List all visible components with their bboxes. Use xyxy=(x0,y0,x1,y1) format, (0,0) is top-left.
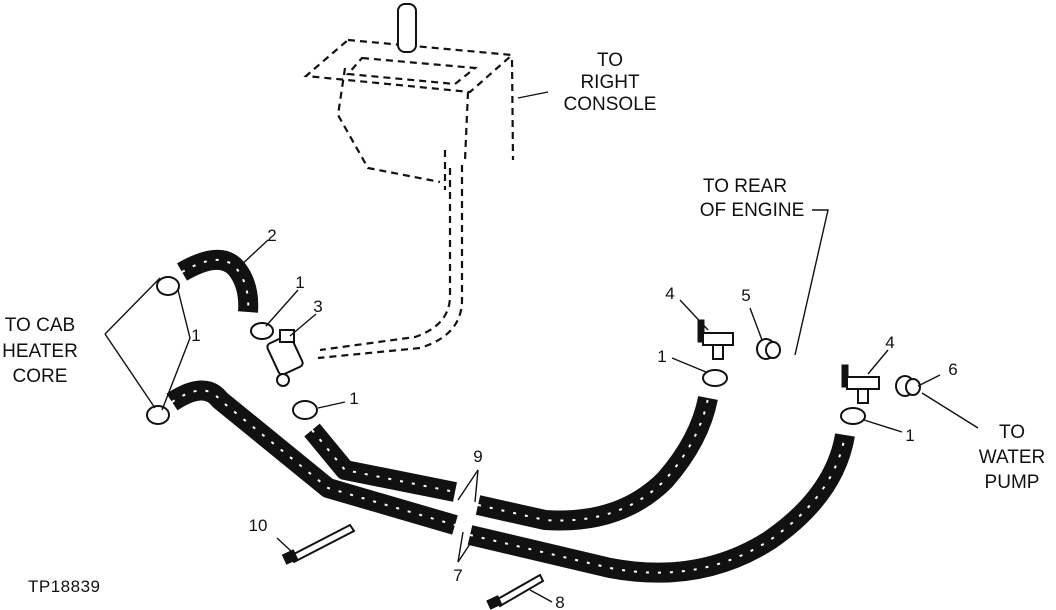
to-right-console-label-3: CONSOLE xyxy=(564,94,657,115)
to-right-console-label-2: RIGHT xyxy=(580,72,640,93)
callout-1: 1 xyxy=(349,389,358,408)
right-console-outline xyxy=(303,3,515,190)
callout-7: 7 xyxy=(453,566,462,585)
callout-9: 9 xyxy=(473,447,482,466)
to-cab-heater-core-label-2: HEATER xyxy=(2,341,78,362)
callout-1: 1 xyxy=(905,426,914,445)
callout-8: 8 xyxy=(555,593,564,610)
figure-reference: TP18839 xyxy=(28,577,101,596)
to-cab-heater-core-label-3: CORE xyxy=(13,366,68,387)
callout-10: 10 xyxy=(249,516,268,535)
to-water-pump-label-2: WATER xyxy=(979,447,1046,468)
hose-9 xyxy=(304,395,718,531)
callout-6: 6 xyxy=(948,360,957,379)
leader-lines xyxy=(104,91,979,603)
hose-2 xyxy=(176,250,259,313)
hose-fitting-icon xyxy=(756,338,921,397)
callout-2: 2 xyxy=(267,226,276,245)
to-cab-heater-core-label-1: TO CAB xyxy=(5,315,75,336)
tee-fitting-icon xyxy=(697,319,880,404)
to-water-pump-label-1: TO xyxy=(999,422,1025,443)
hose-7 xyxy=(166,380,855,583)
callout-1: 1 xyxy=(657,347,666,366)
console-tube-inner xyxy=(319,168,452,352)
to-rear-of-engine-label-2: OF ENGINE xyxy=(700,200,805,221)
callout-3: 3 xyxy=(313,297,322,316)
console-tube xyxy=(317,165,464,360)
callout-1: 1 xyxy=(191,326,200,345)
clamp-icon xyxy=(146,276,866,425)
callout-1: 1 xyxy=(295,273,304,292)
to-right-console-label-1: TO xyxy=(597,50,623,71)
callout-5: 5 xyxy=(741,286,750,305)
to-rear-of-engine-label-1: TO REAR xyxy=(703,176,787,197)
callout-4: 4 xyxy=(665,284,674,303)
tie-strap-icon xyxy=(281,523,545,610)
to-water-pump-label-3: PUMP xyxy=(985,472,1040,493)
shutoff-valve-icon xyxy=(266,329,304,387)
callout-4: 4 xyxy=(885,333,894,352)
